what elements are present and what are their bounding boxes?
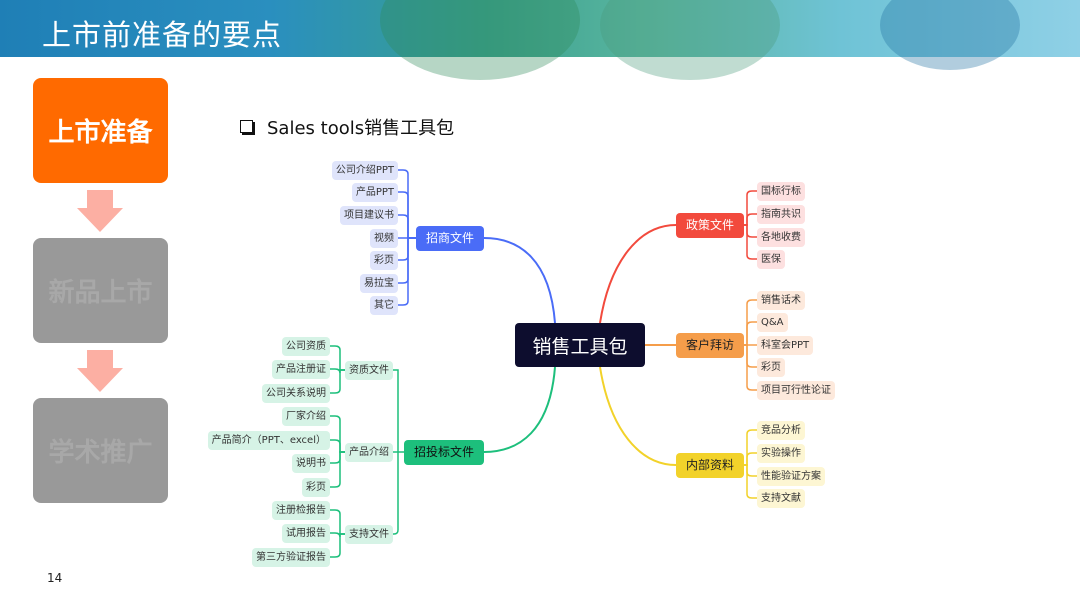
down-arrow-icon [77, 350, 123, 392]
leaf-node: 实验操作 [757, 443, 805, 463]
connector-line [398, 214, 416, 239]
leaf-node: 产品简介（PPT、excel） [207, 430, 330, 450]
sub-branch-node: 资质文件 [345, 360, 393, 380]
leaf-node: 注册检报告 [272, 500, 330, 520]
connector-line [744, 190, 757, 226]
leaf-node: 厂家介绍 [282, 406, 330, 426]
connector-line [330, 509, 345, 535]
checkbox-bullet-icon [240, 120, 253, 133]
down-arrow-icon [77, 190, 123, 232]
branch-zhaoshang: 招商文件 [416, 225, 485, 251]
step-listing-prep: 上市准备 [33, 78, 168, 183]
page-number: 14 [47, 571, 63, 585]
connector-line [483, 366, 556, 453]
page-title: 上市前准备的要点 [42, 18, 283, 52]
leaf-node: 公司介绍PPT [331, 160, 398, 180]
connector-line [398, 169, 416, 239]
leaf-node: 彩页 [370, 250, 398, 270]
connector-line [744, 344, 757, 368]
leaf-node: 国标行标 [757, 181, 805, 201]
leaf-node: 公司资质 [282, 336, 330, 356]
connector-line [744, 224, 757, 260]
leaf-node: 产品注册证 [272, 359, 330, 379]
leaf-node: 各地收费 [757, 227, 805, 247]
mindmap-center-node: 销售工具包 [515, 323, 645, 367]
connector-line [744, 321, 757, 346]
leaf-node: 公司关系说明 [262, 383, 330, 403]
leaf-node: 项目可行性论证 [757, 380, 835, 400]
branch-kehu: 客户拜访 [676, 332, 745, 358]
leaf-node: 科室会PPT [757, 335, 814, 355]
connector-line [398, 191, 416, 239]
connector-line [599, 224, 677, 324]
leaf-node: 彩页 [302, 477, 330, 497]
step-new-launch: 新品上市 [33, 238, 168, 343]
leaf-node: 医保 [757, 249, 785, 269]
leaf-node: 视频 [370, 228, 398, 248]
connector-line [398, 237, 416, 306]
header-banner: 上市前准备的要点 [0, 0, 1080, 80]
leaf-node: 彩页 [757, 357, 785, 377]
leaf-node: 易拉宝 [360, 273, 398, 293]
connector-line [744, 224, 757, 238]
leaf-node: 性能验证方案 [757, 466, 825, 486]
connector-line [330, 533, 345, 558]
leaf-node: 销售话术 [757, 290, 805, 310]
connector-line [398, 237, 416, 261]
connector-line [390, 369, 399, 535]
connector-line [744, 344, 757, 391]
connector-line [330, 451, 345, 488]
connector-line [330, 451, 345, 464]
connector-line [330, 369, 345, 394]
sub-branch-node: 支持文件 [345, 524, 393, 544]
step-academic-promotion: 学术推广 [33, 398, 168, 503]
leaf-node: 第三方验证报告 [252, 547, 330, 567]
connector-line [744, 299, 757, 346]
leaf-node: 试用报告 [282, 523, 330, 543]
leaf-node: Q&A [757, 312, 788, 332]
connector-line [744, 452, 757, 466]
leaf-node: 支持文献 [757, 488, 805, 508]
leaf-node: 项目建议书 [340, 205, 398, 225]
connector-line [744, 464, 757, 499]
leaf-node: 其它 [370, 295, 398, 315]
connector-line [599, 366, 677, 466]
leaf-node: 产品PPT [351, 182, 398, 202]
leaf-node: 指南共识 [757, 204, 805, 224]
leaf-node: 竞品分析 [757, 420, 805, 440]
connector-line [744, 429, 757, 466]
connector-line [330, 439, 345, 453]
connector-line [330, 415, 345, 453]
branch-neibu: 内部资料 [676, 452, 745, 478]
connector-line [744, 213, 757, 226]
connector-line [330, 345, 345, 371]
connector-line [744, 464, 757, 477]
leaf-node: 说明书 [292, 453, 330, 473]
sub-branch-node: 产品介绍 [345, 442, 393, 462]
subheading: Sales tools销售工具包 [240, 114, 454, 140]
branch-zhaotoubiao: 招投标文件 [404, 439, 485, 465]
connector-line [483, 237, 556, 324]
branch-zhengce: 政策文件 [676, 212, 745, 238]
